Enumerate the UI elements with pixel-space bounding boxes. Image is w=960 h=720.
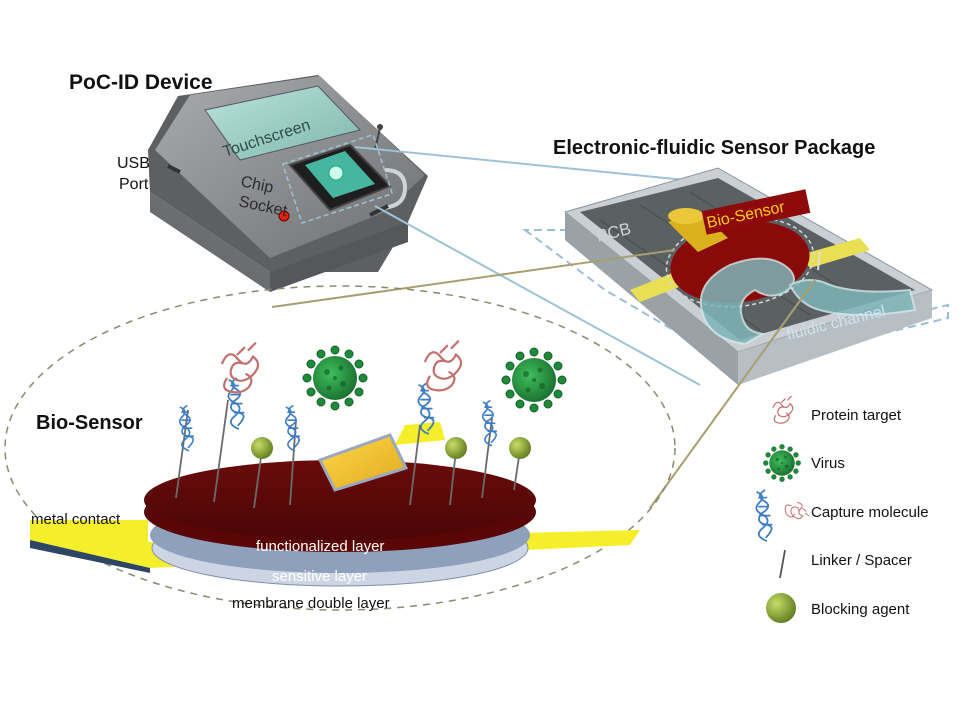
legend-item-virus: Virus	[811, 455, 845, 472]
red-button-icon	[278, 210, 290, 222]
linker	[253, 449, 263, 509]
linker-icon	[779, 549, 786, 579]
legend-item-protein: Protein target	[811, 407, 902, 424]
usb-port-label-1: USB	[117, 155, 150, 172]
metal-contact-label: metal contact	[31, 511, 121, 528]
capture-molecule-icon	[755, 489, 773, 542]
poc-device	[148, 75, 428, 292]
legend-item-blocking: Blocking agent	[811, 601, 910, 618]
sensitive-layer-label: sensitive layer	[272, 568, 367, 585]
gold-contact-pad	[317, 433, 409, 492]
projection-lines	[354, 146, 736, 386]
package-title: Electronic-fluidic Sensor Package	[553, 137, 876, 159]
chip-highlight-frame	[281, 133, 394, 224]
virus	[501, 347, 567, 413]
blocking-agent	[509, 437, 531, 459]
blocking-agent	[445, 437, 467, 459]
legend-item-capture: Capture molecule	[811, 504, 929, 521]
sensor-package	[522, 167, 949, 385]
capture-molecule	[178, 404, 194, 452]
chip-socket	[288, 124, 408, 212]
touchscreen	[204, 85, 361, 161]
usb-port-label-2: Port	[119, 176, 149, 193]
blocking-agent	[251, 437, 273, 459]
device-title: PoC-ID Device	[69, 71, 213, 94]
fluidic-channel	[700, 257, 917, 346]
functionalized-layer-label: functionalized layer	[256, 538, 384, 555]
membrane-layer-label: membrane double layer	[232, 595, 390, 612]
linker	[449, 449, 457, 506]
protein-target	[424, 340, 463, 392]
biosensor-title: Bio-Sensor	[36, 412, 143, 434]
protein-icon	[772, 395, 794, 424]
zoom-ellipse	[4, 285, 676, 611]
biosensor-stack	[30, 422, 640, 587]
virus	[302, 345, 368, 411]
linker	[213, 399, 229, 503]
linker	[409, 424, 421, 506]
chip-label: Chip	[239, 173, 275, 196]
legend-icons	[755, 395, 810, 623]
blocking-agent-icon	[766, 593, 796, 623]
legend-item-linker: Linker / Spacer	[811, 552, 912, 569]
protein-target	[221, 342, 260, 394]
capture-molecule	[227, 377, 245, 430]
virus-icon	[763, 444, 801, 482]
capture-protein-icon	[783, 500, 810, 522]
capture-molecule	[284, 404, 301, 452]
zoom-lines	[271, 249, 816, 509]
package-biosensor-badge	[701, 189, 811, 235]
